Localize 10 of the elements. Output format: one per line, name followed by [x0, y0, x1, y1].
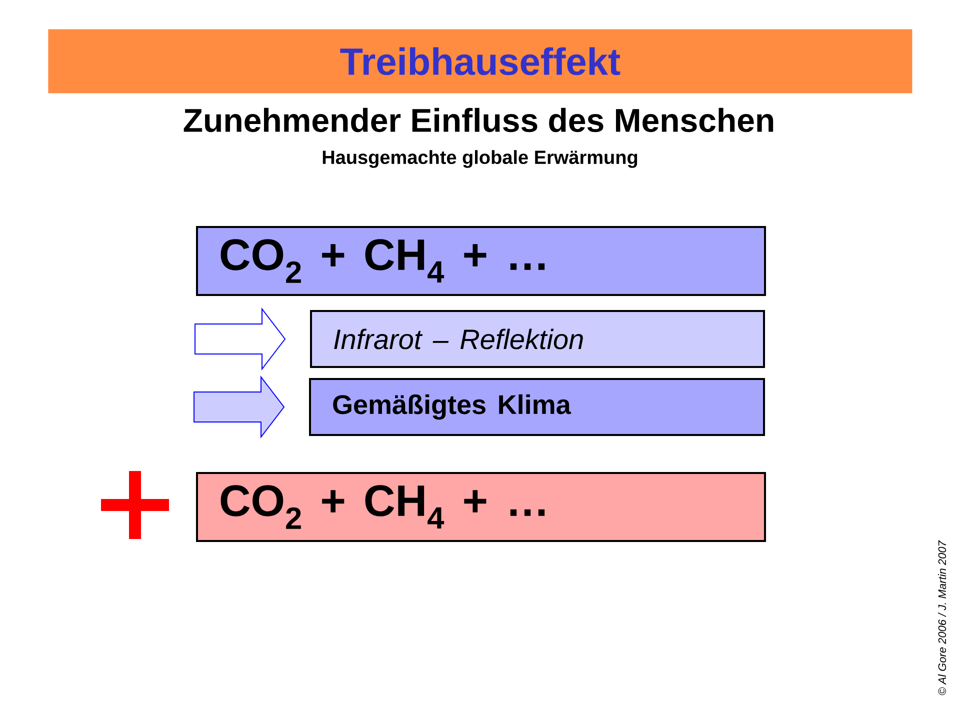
subheading: Hausgemachte globale Erwärmung	[322, 150, 638, 168]
block-arrow	[194, 308, 286, 370]
block-arrow	[194, 376, 285, 438]
subtitle: Zunehmender Einfluss des Menschen	[184, 108, 774, 132]
copyright-note: © Al Gore 2006 / J. Martin 2007	[938, 540, 946, 696]
formula-box: CO$_{2}$ + CH$_{4}$ + …	[196, 472, 766, 542]
text-box: Infrarot – Reflektion	[310, 310, 765, 368]
text-box: Gemäßigtes Klima	[309, 378, 765, 436]
formula-box: CO$_{2}$ + CH$_{4}$ + …	[196, 226, 766, 296]
title-band: Treibhauseffekt	[48, 29, 912, 94]
